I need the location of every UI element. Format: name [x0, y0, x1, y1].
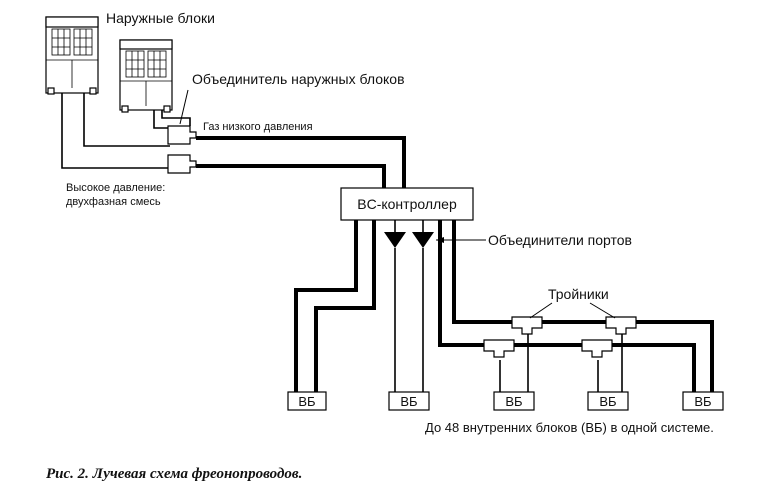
bc-controller [340, 187, 474, 221]
indoor-units [287, 391, 724, 411]
max-units-note: До 48 внутренних блоков (ВБ) в одной сис… [425, 420, 714, 435]
low-pressure-gas-label: Газ низкого давления [203, 121, 313, 133]
port-joiner-icons [384, 220, 486, 248]
indoor-unit-4-label: ВБ [599, 394, 616, 409]
outdoor-units-label: Наружные блоки [106, 10, 215, 26]
high-pressure-label-line2: двухфазная смесь [66, 196, 161, 208]
figure-caption: Рис. 2. Лучевая схема фреоно­проводов. [46, 466, 302, 482]
indoor-unit-5-label: ВБ [694, 394, 711, 409]
indoor-unit-3-box [493, 391, 535, 411]
outdoor-unit-1 [45, 16, 99, 95]
indoor-unit-2-box [388, 391, 430, 411]
branch-pipes [294, 220, 714, 392]
indoor-unit-4-box [587, 391, 629, 411]
indoor-unit-5-box [682, 391, 724, 411]
port-joiners-label: Объединители портов [488, 232, 632, 248]
outdoor-pipes [61, 93, 191, 169]
outdoor-joiners [137, 125, 197, 174]
outdoor-joiner-label: Объединитель наружных блоков [192, 71, 405, 87]
indoor-unit-1-label: ВБ [298, 394, 315, 409]
bc-controller-label: BC-контроллер [357, 196, 457, 212]
main-pipes [196, 136, 406, 188]
indoor-unit-3-label: ВБ [505, 394, 522, 409]
tee-fittings [483, 302, 637, 358]
tees-label: Тройники [548, 286, 609, 302]
high-pressure-label-line1: Высокое давление: [66, 182, 165, 194]
outdoor-unit-2 [119, 39, 173, 113]
indoor-unit-1-box [287, 391, 327, 411]
indoor-unit-2-label: ВБ [400, 394, 417, 409]
